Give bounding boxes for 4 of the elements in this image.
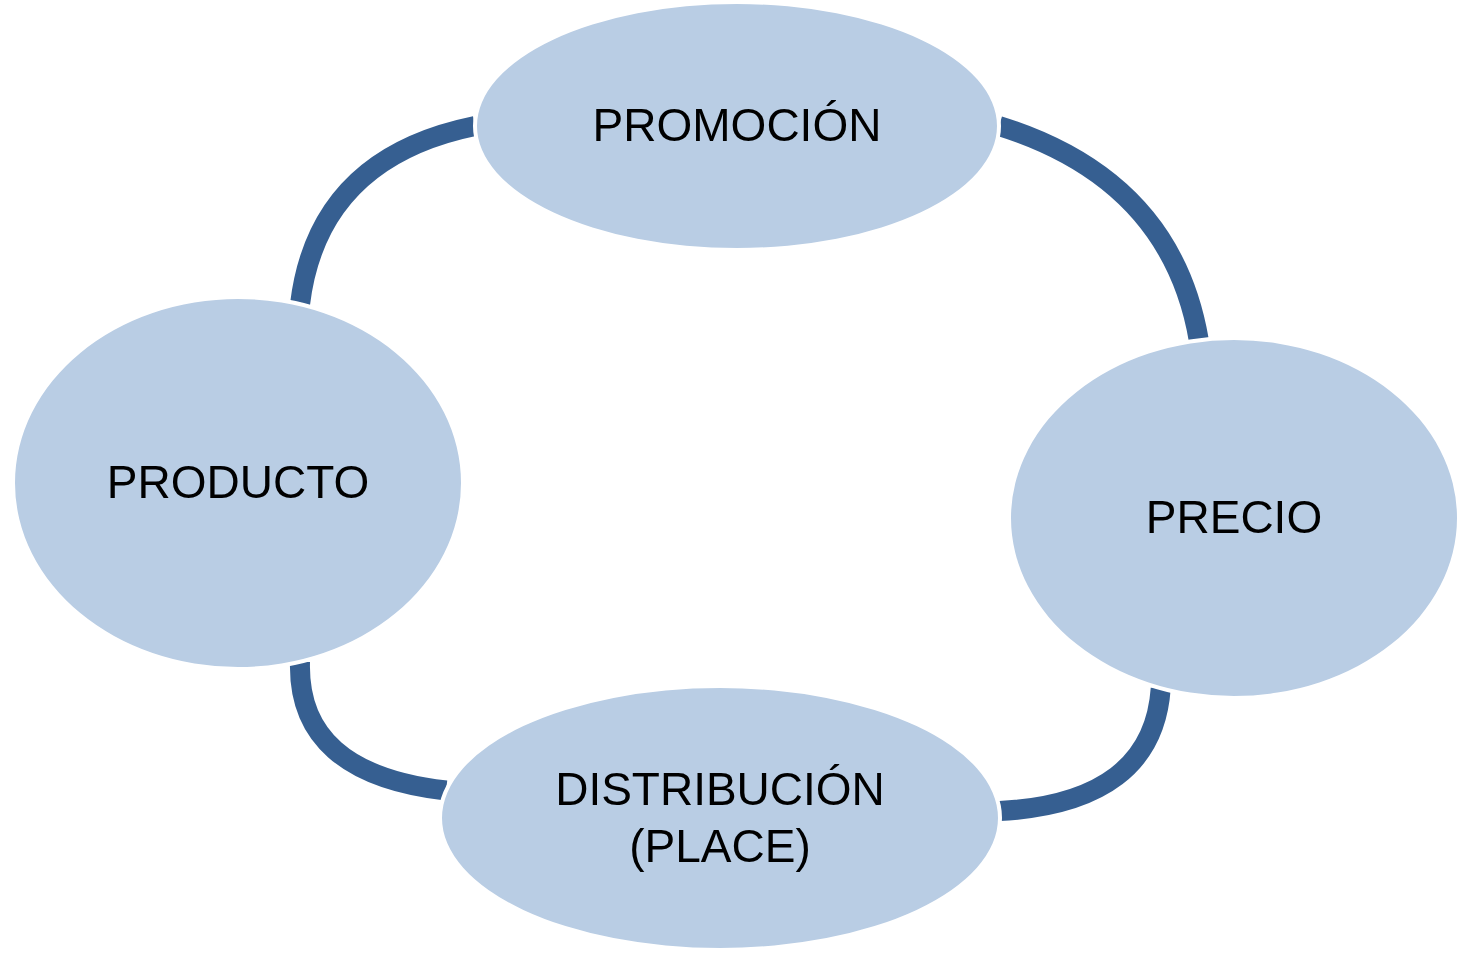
- node-label: PRODUCTO: [106, 455, 370, 511]
- node-label: PROMOCIÓN: [592, 98, 882, 154]
- node-label: PRECIO: [1145, 490, 1323, 546]
- node-label: DISTRIBUCIÓN (PLACE): [554, 761, 886, 874]
